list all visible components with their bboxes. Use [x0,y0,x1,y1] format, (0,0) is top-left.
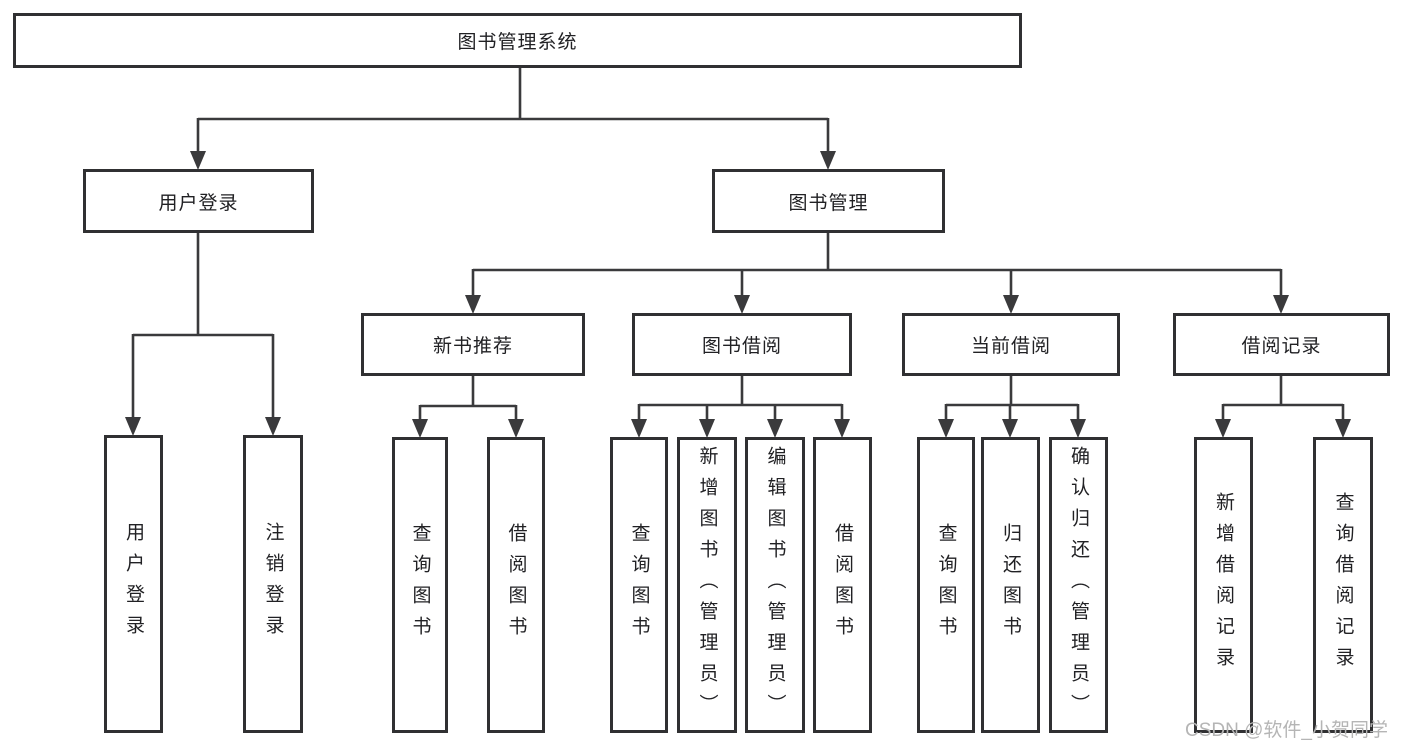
connector-new-book-to-leaves [412,376,524,438]
arrowhead-icon [734,295,750,314]
leaf-borrow-books-1-label: 借阅图书 [505,523,527,647]
node-root: 图书管理系统 [13,13,1022,68]
arrowhead-icon [938,419,954,438]
leaf-query-books-1: 查询图书 [392,437,448,733]
node-book-borrow: 图书借阅 [632,313,852,376]
arrowhead-icon [1003,295,1019,314]
arrowhead-icon [1215,419,1231,438]
leaf-return-books: 归还图书 [981,437,1040,733]
arrowhead-icon [631,419,647,438]
node-user-login-label: 用户登录 [158,192,239,214]
node-new-book-recommend: 新书推荐 [361,313,585,376]
leaf-borrow-books-2-label: 借阅图书 [832,523,853,647]
arrowhead-icon [1335,419,1351,438]
arrowhead-icon [265,417,281,436]
connector-user-login-to-leaves [125,233,281,436]
leaf-query-borrow-record-label: 查询借阅记录 [1332,492,1354,678]
node-user-login: 用户登录 [83,169,314,233]
arrowhead-icon [1273,295,1289,314]
leaf-query-borrow-record: 查询借阅记录 [1313,437,1373,733]
arrowhead-icon [699,419,715,438]
leaf-borrow-books-1: 借阅图书 [487,437,545,733]
arrowhead-icon [834,419,850,438]
leaf-borrow-books-2: 借阅图书 [813,437,872,733]
arrowhead-icon [508,419,524,438]
connector-book-borrow-to-leaves [631,376,850,438]
leaf-query-books-1-label: 查询图书 [409,523,431,647]
node-current-borrow: 当前借阅 [902,313,1120,376]
leaf-add-books-admin-label: 新增图书（管理员） [696,445,718,725]
node-borrow-records: 借阅记录 [1173,313,1390,376]
leaf-confirm-return-admin-label: 确认归还（管理员） [1068,445,1089,725]
csdn-watermark: CSDN @软件_小贺同学 [1185,715,1388,742]
leaf-query-books-3: 查询图书 [917,437,975,733]
leaf-query-books-3-label: 查询图书 [935,523,957,647]
leaf-query-books-2: 查询图书 [610,437,668,733]
connector-current-borrow-to-leaves [938,376,1086,438]
arrowhead-icon [190,151,206,170]
leaf-confirm-return-admin: 确认归还（管理员） [1049,437,1108,733]
arrowhead-icon [820,151,836,170]
node-book-management-label: 图书管理 [788,192,869,214]
connector-borrow-records-to-leaves [1215,376,1351,438]
leaf-edit-books-admin-label: 编辑图书（管理员） [764,445,786,725]
node-borrow-records-label: 借阅记录 [1241,336,1322,357]
leaf-query-books-2-label: 查询图书 [628,523,650,647]
arrowhead-icon [1002,419,1018,438]
leaf-logout: 注销登录 [243,435,303,733]
csdn-watermark-text: CSDN @软件_小贺同学 [1185,720,1388,741]
arrowhead-icon [465,295,481,314]
arrowhead-icon [125,417,141,436]
node-book-borrow-label: 图书借阅 [701,336,782,357]
node-root-label: 图书管理系统 [457,32,578,53]
node-current-borrow-label: 当前借阅 [970,336,1051,357]
arrowhead-icon [412,419,428,438]
leaf-logout-label: 注销登录 [262,522,284,646]
connector-book-mgmt-to-level3 [465,233,1289,314]
leaf-user-login-label: 用户登录 [123,522,144,646]
leaf-add-borrow-record: 新增借阅记录 [1194,437,1253,733]
leaf-add-books-admin: 新增图书（管理员） [677,437,737,733]
node-new-book-recommend-label: 新书推荐 [432,336,513,357]
connector-root-to-level2 [190,68,836,170]
leaf-edit-books-admin: 编辑图书（管理员） [745,437,805,733]
leaf-user-login: 用户登录 [104,435,163,733]
leaf-return-books-label: 归还图书 [1000,523,1021,647]
leaf-add-borrow-record-label: 新增借阅记录 [1213,492,1234,678]
node-book-management: 图书管理 [712,169,945,233]
arrowhead-icon [767,419,783,438]
arrowhead-icon [1070,419,1086,438]
